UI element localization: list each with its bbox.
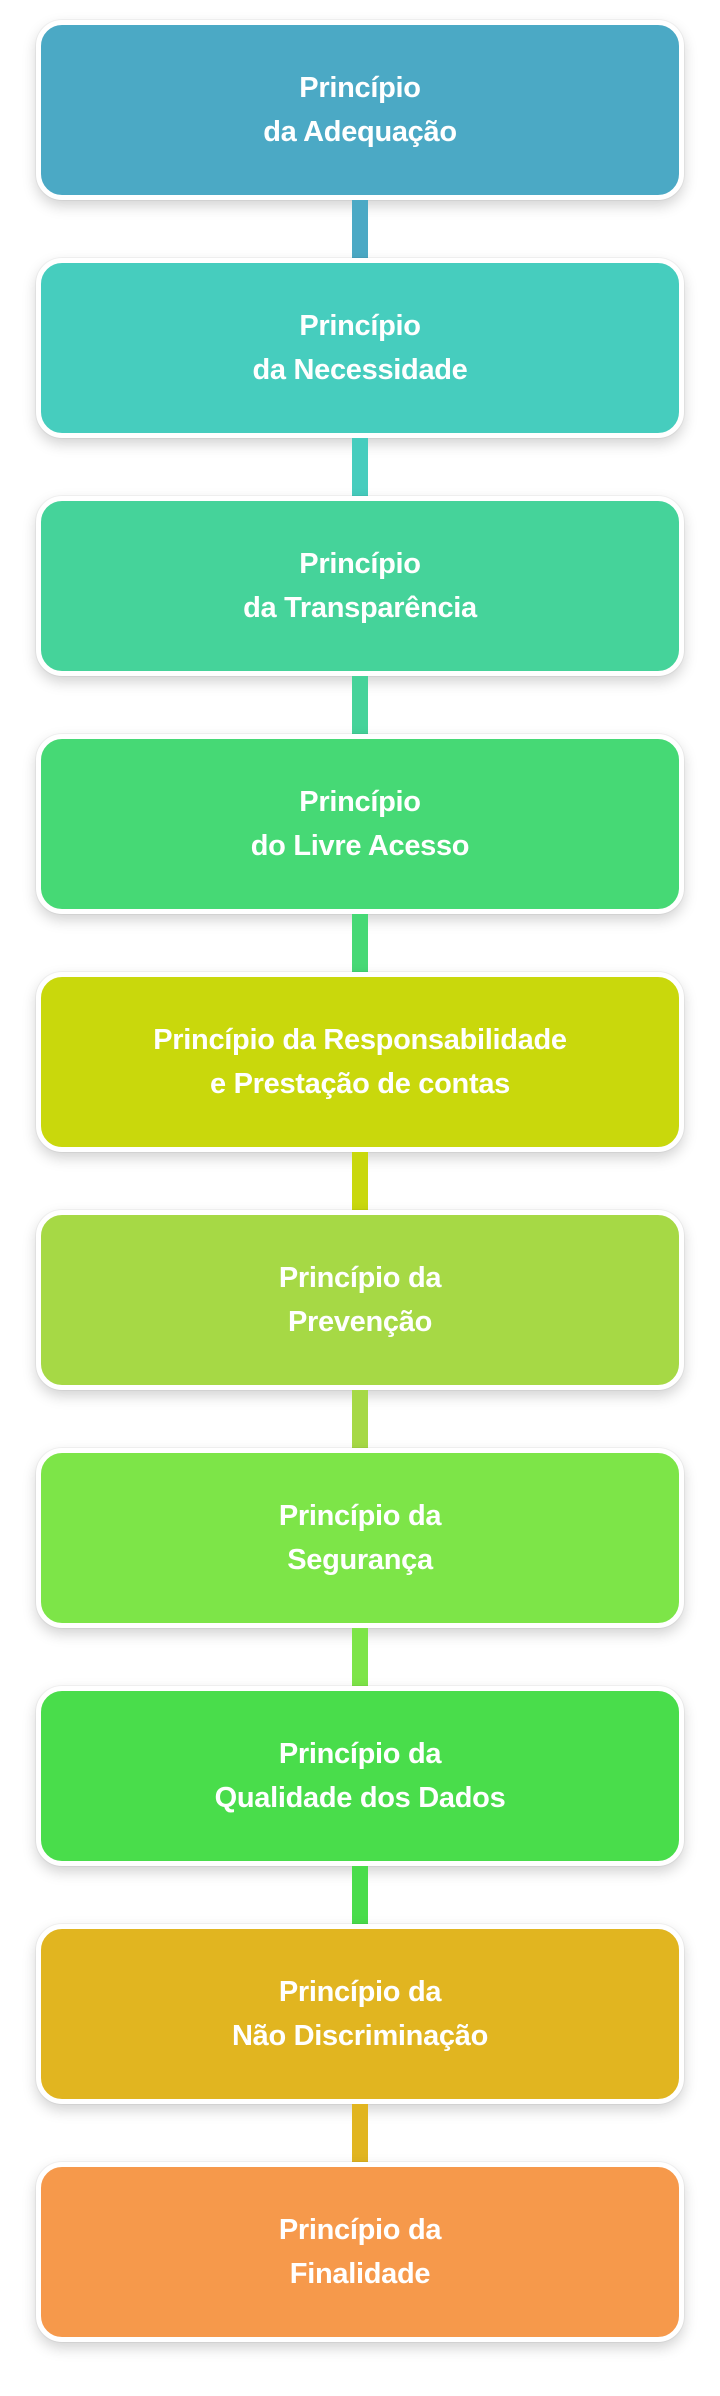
step-label: Princípio da Não Discriminação xyxy=(232,1976,488,2052)
step-label: Princípio da Necessidade xyxy=(252,310,468,386)
step-label: Princípio da Transparência xyxy=(243,548,477,624)
connector xyxy=(352,1390,368,1448)
step-box-transparencia: Princípio da Transparência xyxy=(36,496,684,676)
step-label: Princípio da Segurança xyxy=(278,1500,442,1576)
step-label: Princípio da Prevenção xyxy=(278,1262,442,1338)
step-box-finalidade: Princípio da Finalidade xyxy=(36,2162,684,2342)
connector xyxy=(352,914,368,972)
step-label: Princípio da Finalidade xyxy=(278,2214,442,2290)
connector xyxy=(352,2104,368,2162)
connector xyxy=(352,438,368,496)
connector xyxy=(352,1866,368,1924)
step-label: Princípio da Responsabilidade e Prestaçã… xyxy=(153,1024,567,1100)
step-box-nao-discriminacao: Princípio da Não Discriminação xyxy=(36,1924,684,2104)
step-label: Princípio do Livre Acesso xyxy=(250,786,470,862)
connector xyxy=(352,676,368,734)
step-box-seguranca: Princípio da Segurança xyxy=(36,1448,684,1628)
step-box-adequacao: Princípio da Adequação xyxy=(36,20,684,200)
connector xyxy=(352,1152,368,1210)
step-label: Princípio da Qualidade dos Dados xyxy=(214,1738,506,1814)
connector xyxy=(352,200,368,258)
step-box-livre-acesso: Princípio do Livre Acesso xyxy=(36,734,684,914)
step-label: Princípio da Adequação xyxy=(263,72,457,148)
connector xyxy=(352,1628,368,1686)
step-box-necessidade: Princípio da Necessidade xyxy=(36,258,684,438)
step-box-prevencao: Princípio da Prevenção xyxy=(36,1210,684,1390)
step-box-qualidade-dados: Princípio da Qualidade dos Dados xyxy=(36,1686,684,1866)
step-box-responsabilidade: Princípio da Responsabilidade e Prestaçã… xyxy=(36,972,684,1152)
